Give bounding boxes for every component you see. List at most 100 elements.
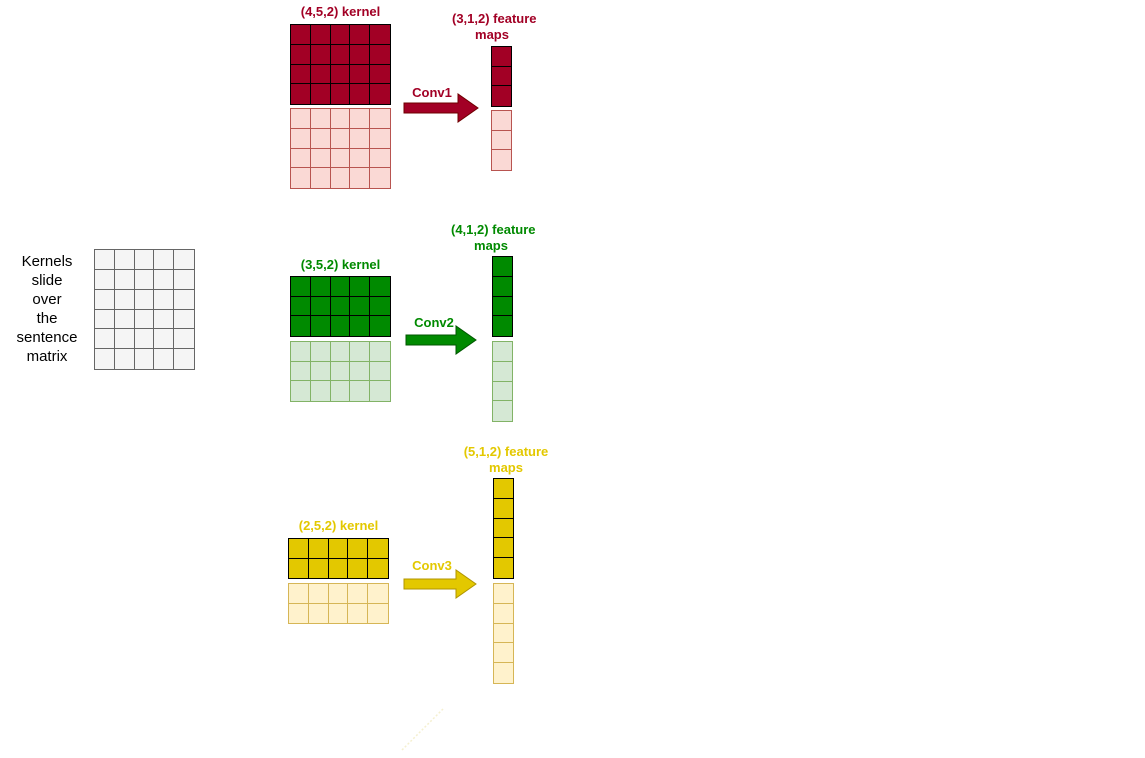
grid-cell [291, 316, 311, 336]
matrix-cell [174, 310, 194, 330]
matrix-cell [114, 309, 135, 330]
grid-cell [291, 84, 311, 104]
feature-map-1-light [491, 110, 512, 171]
grid-cell [310, 342, 331, 362]
grid-cell [291, 25, 311, 45]
grid-cell [370, 109, 390, 129]
grid-cell [493, 362, 512, 382]
feature-label-2-line2: maps [474, 238, 508, 253]
grid-cell [370, 381, 390, 401]
matrix-cell [154, 349, 175, 369]
grid-cell [291, 277, 311, 297]
grid-cell [311, 168, 331, 188]
grid-cell [494, 519, 513, 539]
matrix-cell [95, 289, 115, 310]
kernel-label-2: (3,5,2) kernel [300, 257, 381, 272]
grid-cell [350, 148, 371, 169]
caption-line: matrix [26, 348, 68, 365]
grid-cell [311, 381, 331, 401]
conv2-arrow-icon [405, 325, 477, 355]
grid-cell [368, 584, 388, 604]
grid-cell [368, 539, 388, 559]
feature-map-3-dark [493, 478, 514, 579]
feature-map-3-light [493, 583, 514, 684]
grid-cell [350, 64, 371, 85]
grid-cell [291, 148, 311, 169]
grid-cell [350, 84, 371, 104]
grid-cell [493, 257, 512, 277]
grid-cell [350, 168, 371, 188]
matrix-cell [95, 309, 115, 330]
grid-cell [310, 109, 331, 129]
conv1-label: Conv1 [412, 85, 452, 100]
matrix-cell [114, 289, 135, 310]
grid-cell [291, 296, 311, 317]
grid-cell [350, 316, 371, 336]
grid-cell [289, 558, 309, 578]
grid-cell [492, 111, 511, 131]
grid-cell [291, 64, 311, 85]
grid-cell [330, 64, 351, 85]
grid-cell [310, 25, 331, 45]
matrix-cell [174, 250, 194, 270]
grid-cell [291, 109, 311, 129]
grid-cell [493, 382, 512, 402]
grid-cell [310, 148, 331, 169]
grid-cell [289, 603, 309, 623]
kernel-2-light [290, 341, 391, 402]
grid-cell [370, 45, 390, 65]
grid-cell [370, 65, 390, 85]
grid-cell [350, 277, 371, 297]
grid-cell [289, 539, 309, 559]
matrix-cell [174, 329, 194, 350]
grid-cell [350, 381, 371, 401]
grid-cell [370, 84, 390, 104]
feature-label-3: (5,1,2) feature maps [452, 444, 560, 476]
grid-cell [331, 168, 351, 188]
grid-cell [350, 342, 371, 362]
matrix-cell [174, 270, 194, 290]
grid-cell [494, 584, 513, 604]
grid-cell [330, 44, 351, 65]
grid-cell [350, 44, 371, 65]
grid-cell [370, 129, 390, 149]
grid-cell [310, 296, 331, 317]
matrix-cell [154, 269, 175, 290]
grid-cell [368, 559, 388, 579]
grid-cell [350, 25, 371, 45]
kernel-label-1: (4,5,2) kernel [300, 4, 381, 19]
grid-cell [494, 499, 513, 519]
grid-cell [291, 342, 311, 362]
matrix-cell [134, 250, 155, 270]
grid-cell [291, 361, 311, 382]
conv1-arrow-icon [403, 93, 479, 123]
matrix-cell [134, 329, 155, 350]
grid-cell [309, 558, 329, 578]
matrix-cell [134, 289, 155, 310]
grid-cell [328, 584, 349, 604]
caption-line: Kernels [21, 253, 73, 270]
kernel-3-light [288, 583, 389, 624]
grid-cell [330, 296, 351, 317]
grid-cell [493, 277, 512, 297]
matrix-cell [114, 269, 135, 290]
grid-cell [348, 584, 369, 604]
matrix-cell [95, 349, 115, 369]
grid-cell [370, 168, 390, 188]
grid-cell [330, 361, 351, 382]
conv2-label: Conv2 [414, 315, 454, 330]
grid-cell [370, 25, 390, 45]
grid-cell [331, 316, 351, 336]
grid-cell [370, 149, 390, 169]
grid-cell [308, 539, 329, 559]
grid-cell [348, 603, 369, 623]
matrix-cell [134, 269, 155, 290]
feature-label-1-line1: (3,1,2) feature [452, 11, 537, 26]
matrix-cell [154, 289, 175, 310]
grid-cell [310, 361, 331, 382]
grid-cell [310, 277, 331, 297]
feature-label-3-line1: (5,1,2) feature [463, 444, 549, 459]
grid-cell [310, 44, 331, 65]
feature-label-2-line1: (4,1,2) feature [451, 222, 536, 237]
grid-cell [348, 539, 369, 559]
